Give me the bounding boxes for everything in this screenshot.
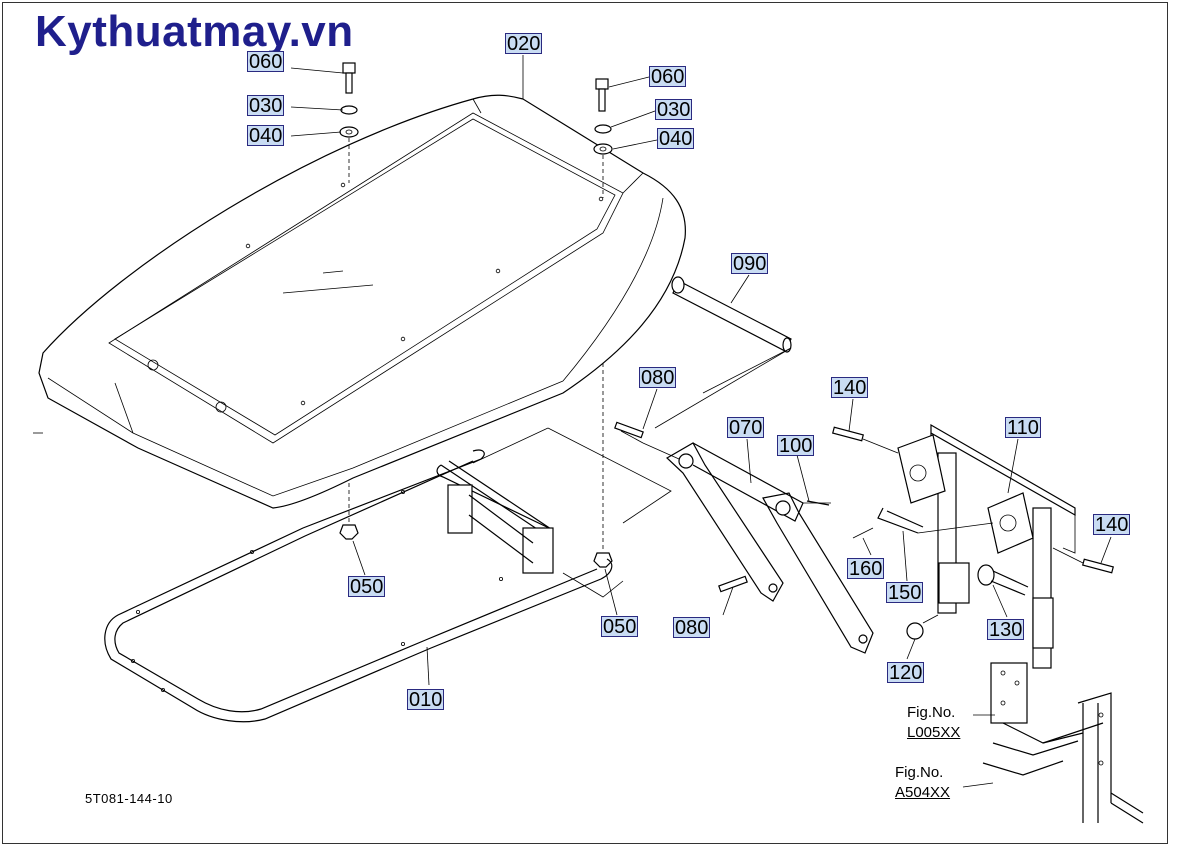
- part-label-160: 160: [847, 558, 885, 580]
- part-label-080-top: 080: [639, 367, 677, 389]
- mounting-bracket: [831, 423, 1115, 669]
- part-label-040-right: 040: [657, 128, 695, 150]
- figure-ref-label: Fig.No.: [895, 764, 944, 781]
- pivot-pin: [654, 276, 792, 429]
- part-label-020: 020: [505, 33, 543, 55]
- part-label-050-right: 050: [601, 616, 639, 638]
- part-label-140-top: 140: [831, 377, 869, 399]
- part-label-060-right: 060: [649, 66, 687, 88]
- leader-lines: [33, 55, 1112, 686]
- part-label-130: 130: [987, 619, 1025, 641]
- canopy-roof: [38, 94, 686, 509]
- part-label-120: 120: [887, 662, 925, 684]
- part-label-090: 090: [731, 253, 769, 275]
- part-label-030-left: 030: [247, 95, 285, 117]
- support-arm: [614, 421, 874, 654]
- part-label-070: 070: [727, 417, 765, 439]
- part-label-040-left: 040: [247, 125, 285, 147]
- right-bolt-stack: [593, 78, 613, 568]
- part-label-110: 110: [1005, 417, 1041, 439]
- part-label-140-right: 140: [1093, 514, 1131, 536]
- site-watermark: Kythuatmay.vn: [35, 7, 354, 56]
- diagram-frame: Kythuatmay.vn 020 060 030 040 060 030 04…: [2, 2, 1168, 844]
- figure-ref-label: Fig.No.: [907, 704, 956, 721]
- part-label-030-right: 030: [655, 99, 693, 121]
- chassis-section: [962, 662, 1144, 824]
- canopy-frame: [104, 427, 672, 723]
- figure-ref-a504[interactable]: Fig.No. A504XX: [895, 763, 950, 803]
- figure-ref-l005[interactable]: Fig.No. L005XX: [907, 703, 960, 743]
- lock-pin: [852, 507, 994, 539]
- part-label-080-bottom: 080: [673, 617, 711, 639]
- diagram-code: 5T081-144-10: [85, 791, 173, 806]
- part-label-050-left: 050: [348, 576, 386, 598]
- figure-ref-code[interactable]: L005XX: [907, 724, 961, 741]
- part-label-150: 150: [886, 582, 924, 604]
- figure-ref-code[interactable]: A504XX: [895, 784, 951, 801]
- part-label-060-left: 060: [247, 51, 285, 73]
- part-label-010: 010: [407, 689, 445, 711]
- part-label-100: 100: [777, 435, 815, 457]
- adjust-bolt: [906, 564, 1029, 640]
- exploded-parts-drawing: [33, 55, 1144, 824]
- left-bolt-stack: [339, 62, 359, 540]
